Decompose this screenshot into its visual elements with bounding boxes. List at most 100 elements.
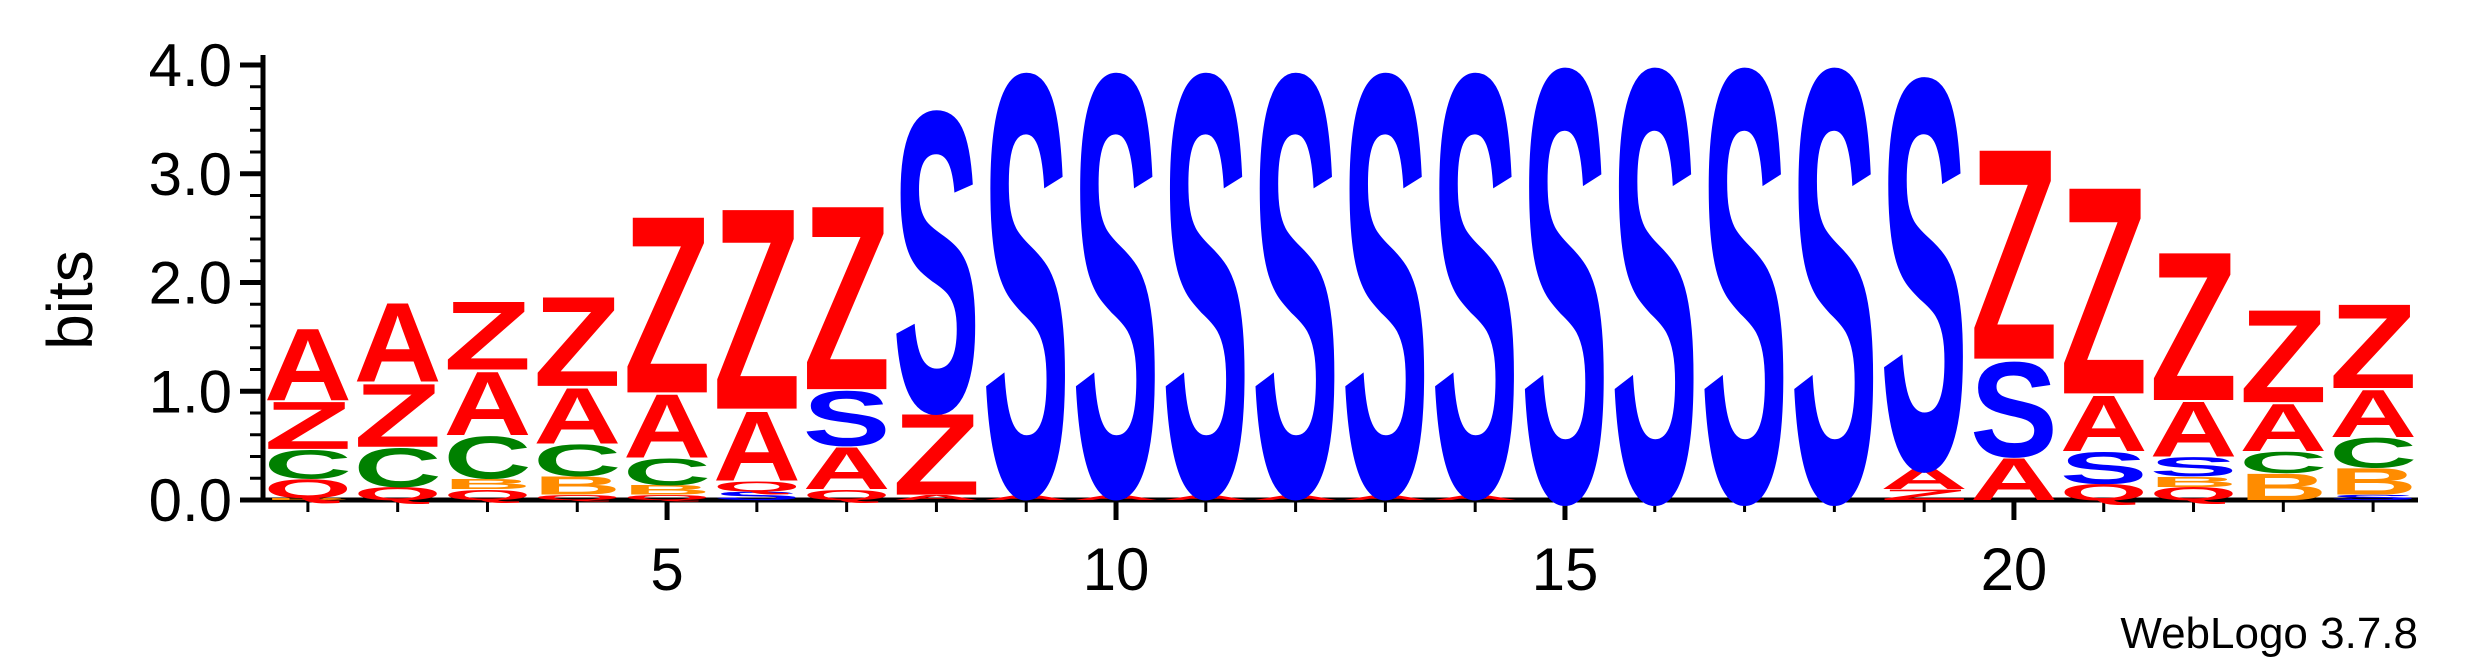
logo-glyph-a: A — [1162, 493, 1250, 501]
logo-glyph-b: B — [2150, 474, 2238, 491]
logo-glyph-q: Q — [264, 474, 352, 504]
logo-glyph-a: A — [444, 353, 532, 454]
logo-glyph-s: S — [1611, 0, 1699, 631]
logo-glyph-z: Z — [1970, 87, 2058, 424]
x-tick-label: 15 — [1532, 536, 1599, 603]
logo-glyph-a: A — [354, 279, 442, 405]
logo-column: AZS — [893, 23, 981, 520]
logo-glyph-b: B — [2329, 461, 2417, 503]
logo-glyph-a: A — [2060, 379, 2148, 468]
logo-glyph-b: B — [2239, 466, 2327, 508]
logo-glyph-z: Z — [713, 149, 801, 471]
logo-glyph-a: A — [1970, 446, 2058, 513]
logo-glyph-z: Z — [2150, 209, 2238, 446]
logo-glyph-a: A — [1431, 493, 1519, 501]
logo-glyph-a: A — [2150, 385, 2238, 473]
logo-column: ASZ — [1970, 87, 2058, 514]
logo-glyph-a: A — [803, 435, 891, 502]
logo-glyph-z: Z — [444, 282, 532, 391]
logo-glyph-a: A — [623, 376, 711, 477]
logo-glyph-z: Z — [803, 151, 891, 447]
logo-glyph-s: S — [803, 375, 891, 463]
logo-glyph-b: B — [444, 476, 532, 493]
logo-column: S — [1701, 0, 1789, 631]
logo-glyph-c: C — [2239, 446, 2327, 480]
logo-glyph-s: S — [713, 489, 801, 503]
y-axis-label: bits — [34, 250, 106, 350]
logo-glyph-a: A — [982, 493, 1070, 501]
logo-column: S — [1611, 0, 1699, 631]
logo-glyph-b: B — [264, 497, 352, 500]
weblogo-version-label: WebLogo 3.7.8 — [2120, 609, 2418, 658]
logo-glyph-c: C — [354, 437, 442, 500]
logo-glyph-q: Q — [354, 484, 442, 504]
logo-glyph-z: Z — [533, 270, 621, 413]
logo-glyph-a: A — [1252, 493, 1340, 501]
y-tick-label: 0.0 — [149, 467, 232, 534]
x-tick-label: 20 — [1981, 536, 2048, 603]
logo-column: AS — [1162, 0, 1250, 623]
logo-glyph-z: Z — [2239, 283, 2327, 431]
logo-glyph-a: A — [1342, 493, 1430, 501]
logo-glyph-q: Q — [803, 486, 891, 503]
logo-glyph-s: S — [1162, 0, 1250, 623]
logo-glyph-s: S — [1970, 335, 2058, 486]
logo-glyph-s: S — [2329, 493, 2417, 501]
logo-glyph-s: S — [1342, 0, 1430, 623]
logo-glyph-c: C — [444, 424, 532, 491]
logo-glyph-a: A — [713, 390, 801, 502]
logo-glyph-q: Q — [623, 493, 711, 501]
logo-glyph-c: C — [264, 442, 352, 487]
logo-column: AS — [982, 0, 1070, 623]
y-axis: 0.01.02.03.04.0 — [149, 32, 266, 534]
logo-glyph-s: S — [1880, 0, 1968, 587]
logo-glyph-a: A — [533, 371, 621, 460]
logo-glyph-q: Q — [533, 493, 621, 501]
logo-glyph-a: A — [1880, 462, 1968, 496]
logo-glyph-c: C — [533, 436, 621, 486]
logo-column: S — [1790, 0, 1878, 631]
logo-glyph-s: S — [893, 23, 981, 503]
logo-glyph-s: S — [1431, 0, 1519, 623]
logo-glyph-s: S — [982, 0, 1070, 623]
logo-glyph-z: Z — [1880, 486, 1968, 503]
logo-glyph-z: Z — [354, 365, 442, 466]
logo-glyph-q: Q — [2060, 480, 2148, 505]
logo-glyph-s: S — [1252, 0, 1340, 623]
logo-glyph-b: B — [533, 471, 621, 500]
logo-glyph-s: S — [1701, 0, 1789, 631]
logo-glyph-a: A — [2329, 376, 2417, 452]
logo-glyph-z: Z — [893, 390, 981, 520]
x-tick-label: 10 — [1083, 536, 1150, 603]
logo-column: AS — [1431, 0, 1519, 623]
logo-glyph-z: Z — [2329, 280, 2417, 415]
logo-column: ZAS — [1880, 0, 1968, 587]
logo-glyph-s: S — [1072, 0, 1160, 623]
logo-column: AS — [1072, 0, 1160, 623]
logo-glyph-c: C — [2329, 430, 2417, 477]
y-tick-label: 2.0 — [149, 250, 232, 317]
logo-glyph-a: A — [264, 307, 352, 422]
logo-glyph-q: Q — [444, 486, 532, 503]
logo-glyph-s: S — [1521, 0, 1609, 631]
logo-glyph-c: C — [623, 451, 711, 493]
logo-glyph-z: Z — [2060, 123, 2148, 457]
logo-glyph-q: Q — [713, 478, 801, 495]
logo-glyph-s: S — [1790, 0, 1878, 631]
logo-glyph-a: A — [1072, 493, 1160, 501]
y-tick-label: 1.0 — [149, 358, 232, 425]
logo-glyph-b: B — [623, 482, 711, 497]
